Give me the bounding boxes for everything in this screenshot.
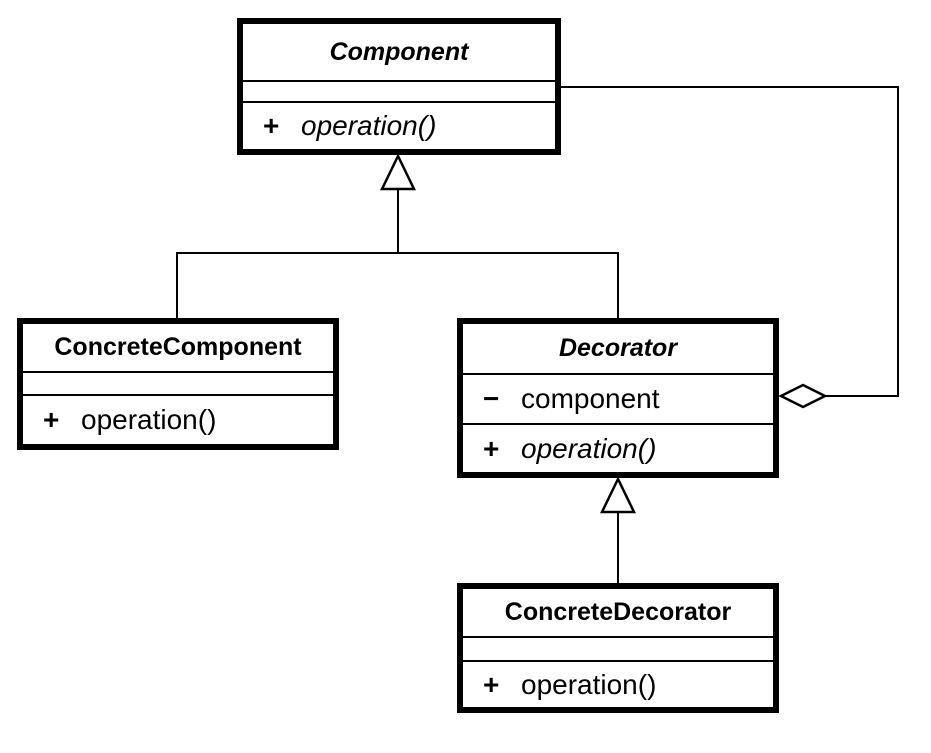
method-row: + operation() bbox=[463, 432, 657, 464]
class-box-decorator: Decorator − component + operation() bbox=[457, 318, 779, 478]
attributes-section bbox=[463, 638, 773, 662]
visibility-symbol: + bbox=[483, 432, 500, 464]
method-name: operation() bbox=[301, 110, 437, 141]
method-name: operation() bbox=[521, 668, 657, 700]
method-row: + operation() bbox=[23, 406, 216, 434]
method-name: operation() bbox=[81, 404, 217, 435]
attribute-name: component bbox=[521, 383, 660, 414]
aggregation-diamond-icon bbox=[778, 383, 828, 409]
generalization-triangle-icon bbox=[600, 476, 636, 514]
generalization-to-component bbox=[176, 153, 619, 318]
class-title: ConcreteDecorator bbox=[463, 589, 773, 638]
generalization-branch-line bbox=[176, 252, 619, 318]
visibility-symbol: + bbox=[263, 110, 280, 141]
methods-section: + operation() bbox=[243, 103, 555, 149]
visibility-symbol: + bbox=[43, 404, 60, 435]
class-box-component: Component + operation() bbox=[237, 18, 561, 155]
attributes-section bbox=[23, 373, 333, 396]
method-name: operation() bbox=[521, 432, 657, 464]
aggregation-line bbox=[560, 86, 899, 397]
class-title: ConcreteComponent bbox=[23, 324, 333, 373]
generalization-to-decorator bbox=[600, 476, 636, 583]
visibility-symbol: + bbox=[483, 668, 500, 700]
attributes-section bbox=[243, 82, 555, 103]
class-box-concrete-decorator: ConcreteDecorator + operation() bbox=[457, 583, 779, 713]
class-box-concrete-component: ConcreteComponent + operation() bbox=[17, 318, 339, 450]
methods-section: + operation() bbox=[463, 662, 773, 707]
generalization-triangle-icon bbox=[380, 153, 416, 191]
attribute-row: − component bbox=[463, 385, 660, 413]
method-row: + operation() bbox=[463, 668, 657, 700]
visibility-symbol: − bbox=[483, 383, 500, 414]
class-title: Decorator bbox=[463, 324, 773, 375]
attributes-section: − component bbox=[463, 375, 773, 425]
method-row: + operation() bbox=[243, 112, 436, 140]
class-title: Component bbox=[243, 24, 555, 82]
methods-section: + operation() bbox=[23, 396, 333, 444]
aggregation-decorator-component bbox=[560, 86, 899, 409]
methods-section: + operation() bbox=[463, 425, 773, 472]
